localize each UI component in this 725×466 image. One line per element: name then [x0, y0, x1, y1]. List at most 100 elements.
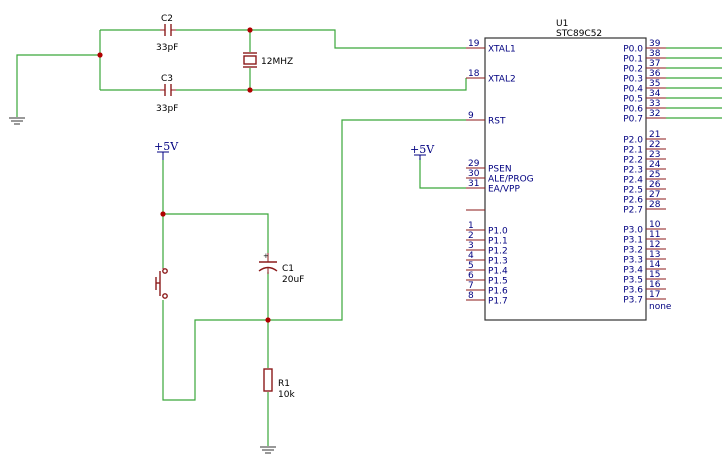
pin-number: 27 — [649, 190, 660, 200]
pin-number: 24 — [649, 160, 661, 170]
pin-name: P2.1 — [623, 146, 643, 156]
pin-name: P2.4 — [623, 176, 643, 186]
pin-number: 16 — [649, 280, 661, 290]
pin-number: 5 — [468, 261, 474, 271]
pin-number: 32 — [649, 109, 660, 119]
pin-number: 9 — [468, 111, 474, 121]
junctions — [97, 27, 271, 323]
pin-number: 28 — [649, 200, 661, 210]
pin-name: P3.1 — [623, 236, 643, 246]
pin-name: P3.2 — [623, 246, 643, 256]
capacitor-c2: C2 33pF — [156, 14, 178, 53]
mcu-u1: U1 STC89C52 none 19XTAL118XTAL29RST29PSE… — [466, 19, 672, 321]
junction-dot — [247, 27, 253, 33]
pin-number: 6 — [468, 271, 474, 281]
mcu-pin-left: 3P1.2 — [466, 241, 508, 257]
c1-polarity-mark: + — [263, 252, 269, 260]
wire-ea — [419, 158, 466, 189]
pin-number: 7 — [468, 281, 474, 291]
resistor-r1: R1 10k — [263, 368, 295, 400]
pin-name: P2.2 — [623, 156, 643, 166]
pin-name: RST — [488, 117, 506, 127]
pin-number: 29 — [468, 159, 480, 169]
pin-number: 25 — [649, 170, 660, 180]
c1-value: 20uF — [282, 275, 304, 285]
pin-number: 15 — [649, 270, 660, 280]
pin-name: P3.3 — [623, 256, 643, 266]
c3-value: 33pF — [156, 104, 178, 114]
pin-number: 10 — [649, 220, 661, 230]
p0-bus-lines — [666, 47, 722, 119]
pin-name: XTAL1 — [488, 45, 516, 55]
capacitor-c1: + C1 20uF — [258, 252, 304, 285]
pin-number: 12 — [649, 240, 660, 250]
pin-name: P0.0 — [623, 45, 643, 55]
pin-name: P3.5 — [623, 276, 643, 286]
wire-rst — [162, 119, 466, 401]
r1-ref: R1 — [278, 379, 290, 389]
mcu-pin-left: 6P1.5 — [466, 271, 508, 287]
pin-number: 39 — [649, 39, 661, 49]
pin-name: P0.7 — [623, 115, 643, 125]
c2-value: 33pF — [156, 43, 178, 53]
pin-number: 17 — [649, 290, 660, 300]
pin-name: P1.0 — [488, 227, 508, 237]
pin-name: P1.3 — [488, 257, 508, 267]
junction-dot — [160, 211, 166, 217]
pin-name: P1.2 — [488, 247, 508, 257]
mcu-pin-left: 1P1.0 — [466, 221, 508, 237]
pin-name: P0.1 — [623, 55, 643, 65]
pin-name: P3.0 — [623, 226, 643, 236]
pin-number: 11 — [649, 230, 660, 240]
pin-name: P0.6 — [623, 105, 643, 115]
mcu-extra-label: none — [649, 302, 672, 312]
wires — [16, 29, 467, 446]
pin-number: 22 — [649, 140, 660, 150]
pin-number: 23 — [649, 150, 660, 160]
pin-name: EA/VPP — [488, 185, 520, 195]
pin-name: P0.4 — [623, 85, 643, 95]
pin-name: XTAL2 — [488, 75, 516, 85]
mcu-pin-left: 2P1.1 — [466, 231, 508, 247]
ground-symbol-bottom — [260, 446, 276, 454]
pin-name: P0.2 — [623, 65, 643, 75]
mcu-part: STC89C52 — [556, 29, 602, 39]
pin-name: PSEN — [488, 165, 512, 175]
junction-dot — [265, 317, 271, 323]
pin-number: 34 — [649, 89, 661, 99]
pin-number: 36 — [649, 69, 661, 79]
pin-name: P0.5 — [623, 95, 643, 105]
power-5v-ea: +5V — [410, 143, 435, 160]
power-label: +5V — [154, 140, 179, 153]
mcu-pin-left: 5P1.4 — [466, 261, 508, 277]
junction-dot — [247, 87, 253, 93]
pin-number: 35 — [649, 79, 660, 89]
pin-name: ALE/PROG — [488, 175, 534, 185]
c3-ref: C3 — [161, 74, 173, 84]
pin-number: 31 — [468, 179, 479, 189]
pin-number: 18 — [468, 69, 480, 79]
pin-number: 33 — [649, 99, 660, 109]
